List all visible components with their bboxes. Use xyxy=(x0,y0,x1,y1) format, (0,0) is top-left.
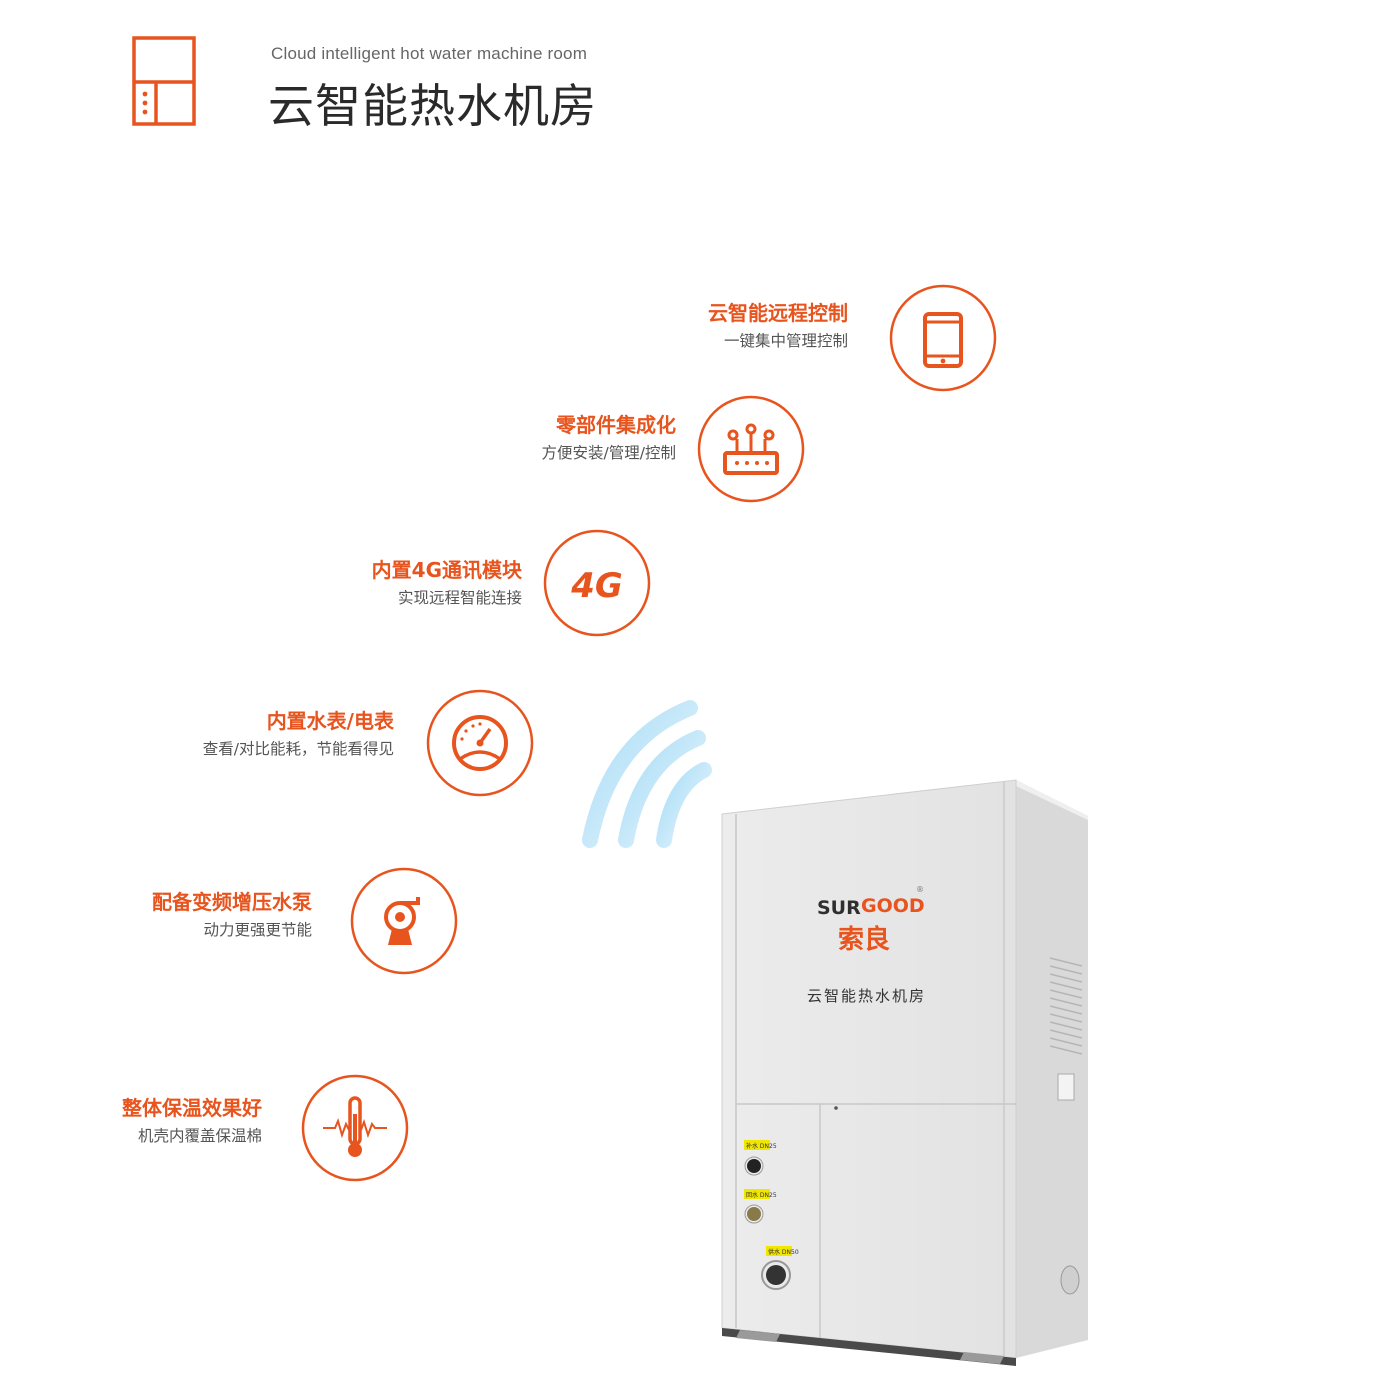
feature-desc: 方便安装/管理/控制 xyxy=(541,444,676,462)
brand-en-a: SUR xyxy=(817,897,861,919)
svg-text:4G: 4G xyxy=(570,566,623,606)
feature-desc: 机壳内覆盖保温棉 xyxy=(137,1127,262,1145)
feature-desc: 实现远程智能连接 xyxy=(397,589,522,607)
svg-text:®: ® xyxy=(916,885,924,894)
router-icon xyxy=(697,395,805,503)
hot-water-machine-unit: SUR GOOD ® 索良 云智能热水机房 补水 DN25 回水 DN25 供水… xyxy=(582,700,1088,1366)
feature-desc: 动力更强更节能 xyxy=(203,921,312,939)
feature-title: 配备变频增压水泵 xyxy=(152,890,312,914)
product-label: 云智能热水机房 xyxy=(807,987,926,1005)
gauge-icon xyxy=(426,689,534,797)
svg-text:供水 DN50: 供水 DN50 xyxy=(768,1248,799,1256)
feature-title: 整体保温效果好 xyxy=(122,1096,262,1120)
smartphone-icon xyxy=(889,284,997,392)
feature-desc: 查看/对比能耗，节能看得见 xyxy=(202,740,394,758)
feature-title: 内置4G通讯模块 xyxy=(371,558,522,582)
feature-title: 零部件集成化 xyxy=(556,413,676,437)
brand-en-b: GOOD xyxy=(861,895,925,917)
page-title: 云智能热水机房 xyxy=(268,79,597,133)
4g-icon: 4G xyxy=(543,529,651,637)
pump-icon xyxy=(350,867,458,975)
wireless-signal-icon xyxy=(582,700,712,848)
feature-title: 内置水表/电表 xyxy=(266,709,394,733)
feature-desc: 一键集中管理控制 xyxy=(723,332,848,350)
brand-cn: 索良 xyxy=(838,924,890,955)
svg-text:补水 DN25: 补水 DN25 xyxy=(746,1142,777,1150)
svg-text:回水 DN25: 回水 DN25 xyxy=(746,1191,777,1199)
thermometer-icon xyxy=(301,1074,409,1182)
machine-room-logo-icon xyxy=(132,36,196,126)
feature-title: 云智能远程控制 xyxy=(708,301,848,325)
page-subtitle: Cloud intelligent hot water machine room xyxy=(271,44,588,63)
